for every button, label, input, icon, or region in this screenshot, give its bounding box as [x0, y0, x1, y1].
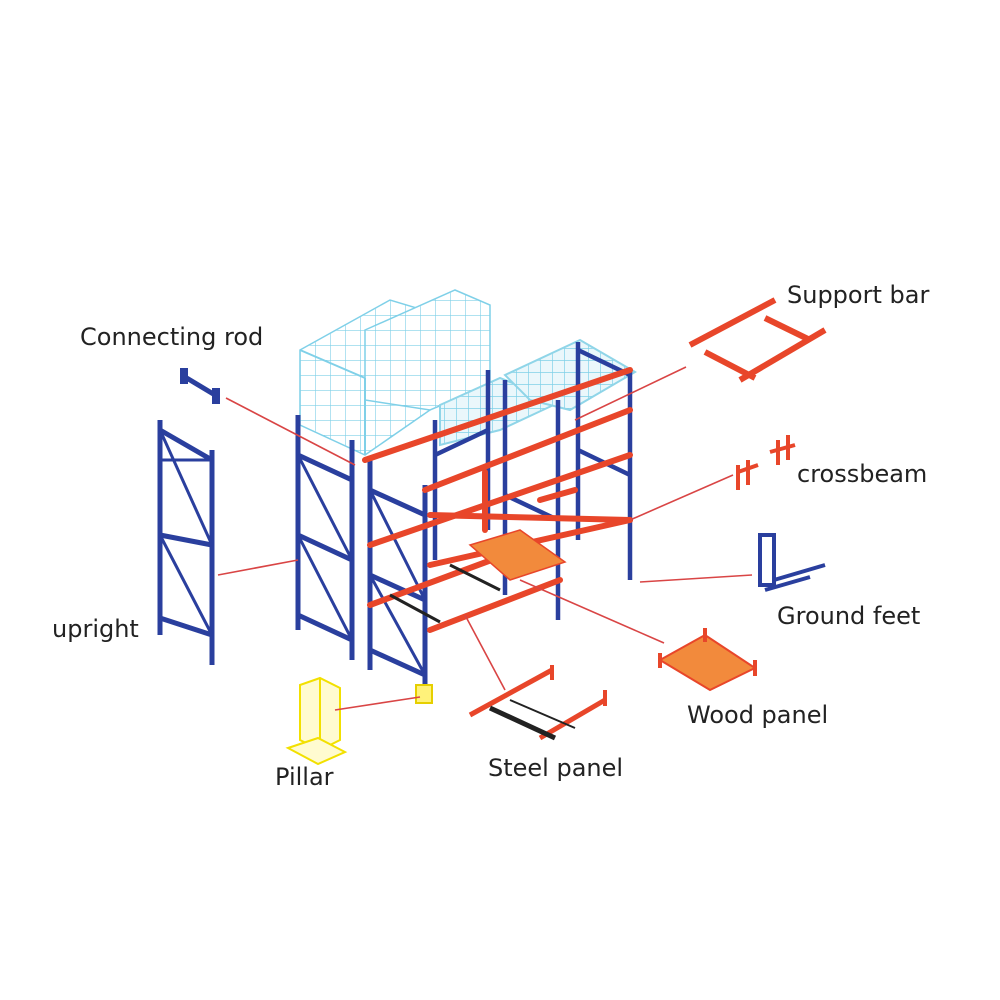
rack-steel-panel	[389, 563, 501, 624]
connecting-rod-part	[180, 368, 220, 404]
wood-panel-part	[658, 628, 758, 692]
front-frame-right	[367, 460, 428, 690]
label-crossbeam: crossbeam	[797, 460, 928, 488]
leader-lines	[217, 366, 753, 711]
label-ground-feet: Ground feet	[777, 602, 921, 630]
leader-support-bar	[574, 366, 687, 421]
box-stack	[299, 289, 491, 456]
label-pillar: Pillar	[275, 763, 334, 791]
leader-upright	[217, 559, 299, 576]
ground-feet-part	[758, 533, 826, 592]
leader-pillar	[334, 696, 421, 711]
label-upright: upright	[52, 615, 139, 643]
rack-wood-panel	[468, 529, 567, 581]
leader-steel-panel	[464, 614, 506, 691]
crossbeam-part	[736, 435, 796, 490]
leader-wood-panel	[519, 579, 665, 644]
front-frame-left	[295, 415, 355, 660]
leader-ground-feet	[639, 574, 753, 583]
main-rack	[295, 289, 637, 704]
steel-panel-part	[468, 665, 607, 741]
label-wood-panel: Wood panel	[687, 701, 829, 729]
label-connecting-rod: Connecting rod	[80, 323, 264, 351]
label-steel-panel: Steel panel	[488, 754, 624, 782]
leader-connecting-rod	[225, 397, 356, 466]
leader-crossbeam	[629, 474, 734, 521]
support-bar-part	[688, 297, 827, 383]
rack-pillar-base	[415, 684, 433, 704]
pillar-part	[285, 676, 348, 766]
upright-part	[157, 420, 215, 665]
label-support-bar: Support bar	[787, 281, 930, 309]
